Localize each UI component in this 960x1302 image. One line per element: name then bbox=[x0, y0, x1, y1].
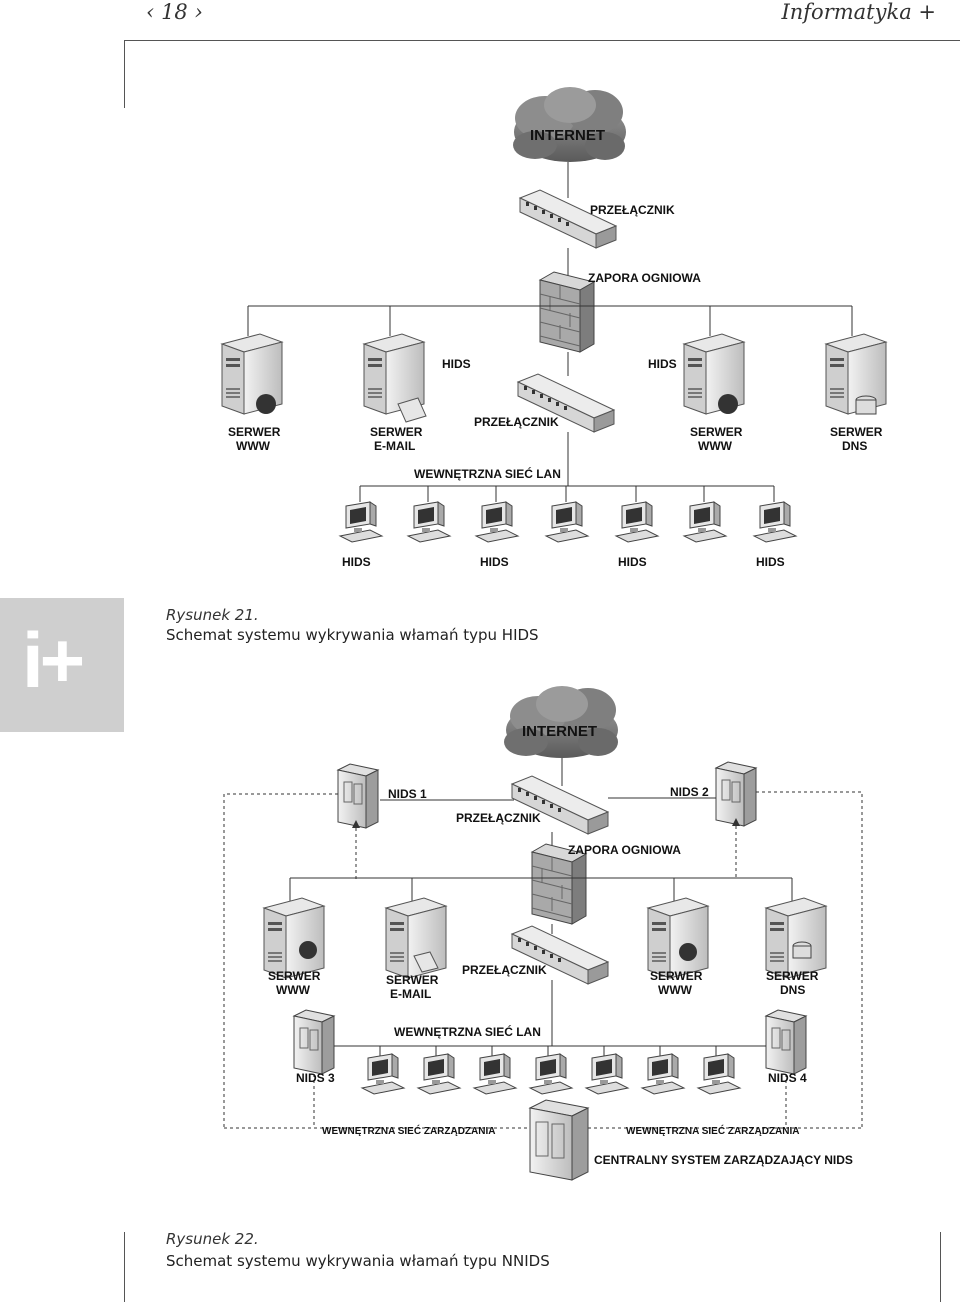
nids1-sensor-icon bbox=[337, 763, 379, 829]
srv3-label-2: WWW bbox=[658, 983, 693, 997]
workstation-icon bbox=[407, 501, 451, 543]
envelope-icon bbox=[413, 951, 439, 973]
srv3-label-1: SERWER bbox=[650, 969, 703, 983]
globe-icon bbox=[718, 394, 738, 414]
workstation-icon bbox=[753, 501, 797, 543]
srv4-label-2: DNS bbox=[842, 439, 867, 453]
server-www-icon bbox=[647, 897, 709, 979]
frame-line-top bbox=[124, 40, 960, 41]
workstation-icon bbox=[697, 1053, 741, 1095]
figure-21-diagram: INTERNET PRZEŁĄCZNIK ZAPORA OGNIOWA HIDS… bbox=[221, 87, 887, 569]
frame-line-top-left bbox=[124, 40, 125, 108]
workstation-icon bbox=[417, 1053, 461, 1095]
mgmt-right-label: WEWNĘTRZNA SIEĆ ZARZĄDZANIA bbox=[626, 1124, 800, 1137]
srv3-label-1: SERWER bbox=[690, 425, 743, 439]
nids4-label: NIDS 4 bbox=[768, 1071, 807, 1085]
hids-left-label: HIDS bbox=[442, 357, 471, 371]
workstation-icon bbox=[545, 501, 589, 543]
figure-22-caption-label: Rysunek 22. bbox=[166, 1230, 259, 1248]
hids-bottom-label: HIDS bbox=[342, 555, 371, 569]
hids-bottom-label: HIDS bbox=[756, 555, 785, 569]
switch-icon bbox=[511, 775, 609, 835]
internet-label: INTERNET bbox=[530, 127, 605, 144]
lan-label: WEWNĘTRZNA SIEĆ LAN bbox=[414, 466, 561, 481]
nids2-sensor-icon bbox=[715, 761, 757, 827]
workstation-icon bbox=[361, 1053, 405, 1095]
firewall-icon bbox=[539, 271, 595, 353]
hids-bottom-label: HIDS bbox=[480, 555, 509, 569]
switch-top-label: PRZEŁĄCZNIK bbox=[590, 203, 675, 217]
lan-label: WEWNĘTRZNA SIEĆ LAN bbox=[394, 1024, 541, 1039]
srv4-label-1: SERWER bbox=[766, 969, 819, 983]
hids-right-label: HIDS bbox=[648, 357, 677, 371]
workstation-icon bbox=[529, 1053, 573, 1095]
workstation-icon bbox=[683, 501, 727, 543]
globe-icon bbox=[299, 941, 317, 959]
hids-bottom-label: HIDS bbox=[618, 555, 647, 569]
srv1-label-2: WWW bbox=[276, 983, 311, 997]
switch-mid-label: PRZEŁĄCZNIK bbox=[462, 963, 547, 977]
figure-21-caption-text: Schemat systemu wykrywania włamań typu H… bbox=[166, 626, 539, 644]
nids3-label: NIDS 3 bbox=[296, 1071, 335, 1085]
srv1-label-1: SERWER bbox=[268, 969, 321, 983]
globe-icon bbox=[679, 943, 697, 961]
workstation-icon bbox=[615, 501, 659, 543]
workstation-icon bbox=[585, 1053, 629, 1095]
switch-mid-label: PRZEŁĄCZNIK bbox=[474, 415, 559, 429]
central-system-label: CENTRALNY SYSTEM ZARZĄDZAJĄCY NIDS bbox=[594, 1153, 853, 1167]
srv4-label-1: SERWER bbox=[830, 425, 883, 439]
switch-top-label: PRZEŁĄCZNIK bbox=[456, 811, 541, 825]
workstation-icon bbox=[339, 501, 383, 543]
srv1-label-1: SERWER bbox=[228, 425, 281, 439]
server-www-icon bbox=[263, 897, 325, 979]
globe-icon bbox=[256, 394, 276, 414]
sidebar-logo: i+ bbox=[0, 598, 124, 732]
srv2-label-1: SERWER bbox=[386, 973, 439, 987]
internet-cloud-icon bbox=[504, 686, 618, 758]
envelope-icon bbox=[397, 397, 427, 423]
workstation-icon bbox=[641, 1053, 685, 1095]
nids2-label: NIDS 2 bbox=[670, 785, 709, 799]
figure-22-diagram: INTERNET PRZEŁĄCZNIK NIDS 1 NIDS 2 ZAPOR… bbox=[223, 686, 863, 1181]
srv4-label-2: DNS bbox=[780, 983, 805, 997]
frame-line-bottom-left bbox=[124, 1232, 125, 1302]
srv2-label-2: E-MAIL bbox=[390, 987, 431, 1001]
page-number: ‹ 18 › bbox=[146, 0, 203, 24]
frame-line-bottom-right bbox=[940, 1232, 941, 1302]
server-dns-icon bbox=[765, 897, 827, 979]
nids3-sensor-icon bbox=[293, 1009, 335, 1075]
firewall-label: ZAPORA OGNIOWA bbox=[568, 843, 681, 857]
figure-22-caption-text: Schemat systemu wykrywania włamań typu N… bbox=[166, 1252, 550, 1270]
internet-cloud-icon bbox=[513, 87, 626, 162]
internet-label: INTERNET bbox=[522, 723, 597, 740]
srv2-label-1: SERWER bbox=[370, 425, 423, 439]
nids1-label: NIDS 1 bbox=[388, 787, 427, 801]
mgmt-left-label: WEWNĘTRZNA SIEĆ ZARZĄDZANIA bbox=[322, 1124, 496, 1137]
workstation-icon bbox=[473, 1053, 517, 1095]
srv2-label-2: E-MAIL bbox=[374, 439, 415, 453]
central-management-server-icon bbox=[528, 1099, 590, 1181]
section-title: Informatyka + bbox=[781, 0, 936, 24]
workstation-icon bbox=[475, 501, 519, 543]
nids4-sensor-icon bbox=[765, 1009, 807, 1075]
srv3-label-2: WWW bbox=[698, 439, 733, 453]
figure-21-caption-label: Rysunek 21. bbox=[166, 606, 259, 624]
switch-icon bbox=[519, 189, 617, 249]
logo-text: i+ bbox=[22, 616, 85, 704]
firewall-label: ZAPORA OGNIOWA bbox=[588, 271, 701, 285]
srv1-label-2: WWW bbox=[236, 439, 271, 453]
